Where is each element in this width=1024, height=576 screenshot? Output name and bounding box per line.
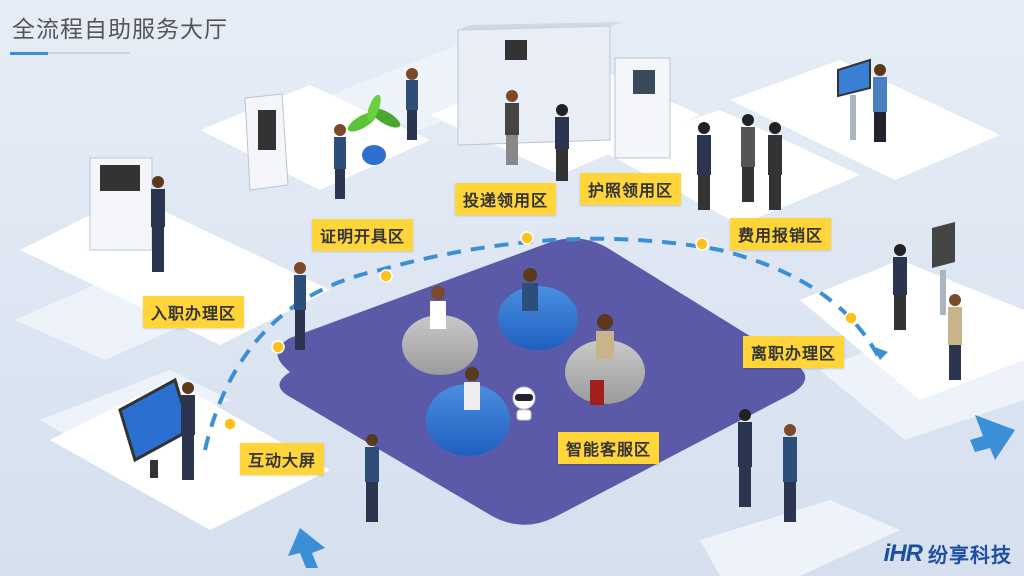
person: [783, 424, 797, 522]
person: [294, 262, 306, 350]
person: [738, 409, 752, 507]
person: [697, 122, 711, 210]
zone-label-offboarding: 离职办理区: [743, 336, 844, 368]
certificate-kiosk: [245, 94, 288, 190]
locker-cabinet: [458, 22, 622, 145]
person: [741, 114, 755, 202]
zone-label-reimbursement: 费用报销区: [730, 218, 831, 250]
zone-label-certificate: 证明开具区: [312, 219, 413, 251]
person: [430, 286, 446, 329]
passport-kiosk: [615, 58, 670, 158]
person: [181, 382, 195, 480]
zone-label-onboarding: 入职办理区: [143, 296, 244, 328]
person: [365, 434, 379, 522]
title-underline-accent: [10, 52, 48, 55]
onboarding-kiosk: [90, 158, 152, 250]
person: [768, 122, 782, 210]
zone-label-screen: 互动大屏: [240, 443, 324, 475]
brand-logo: iHR 纷享科技: [884, 539, 1012, 568]
brand-mark: iHR: [884, 540, 922, 568]
brand-name: 纷享科技: [928, 539, 1012, 568]
page-title: 全流程自助服务大厅: [12, 10, 228, 44]
zone-label-passport: 护照领用区: [580, 173, 681, 205]
zone-label-mailing: 投递领用区: [455, 183, 556, 215]
person: [151, 176, 165, 272]
person: [464, 367, 480, 410]
zone-label-service: 智能客服区: [558, 432, 659, 464]
title-underline: [10, 52, 130, 54]
person: [522, 268, 538, 311]
